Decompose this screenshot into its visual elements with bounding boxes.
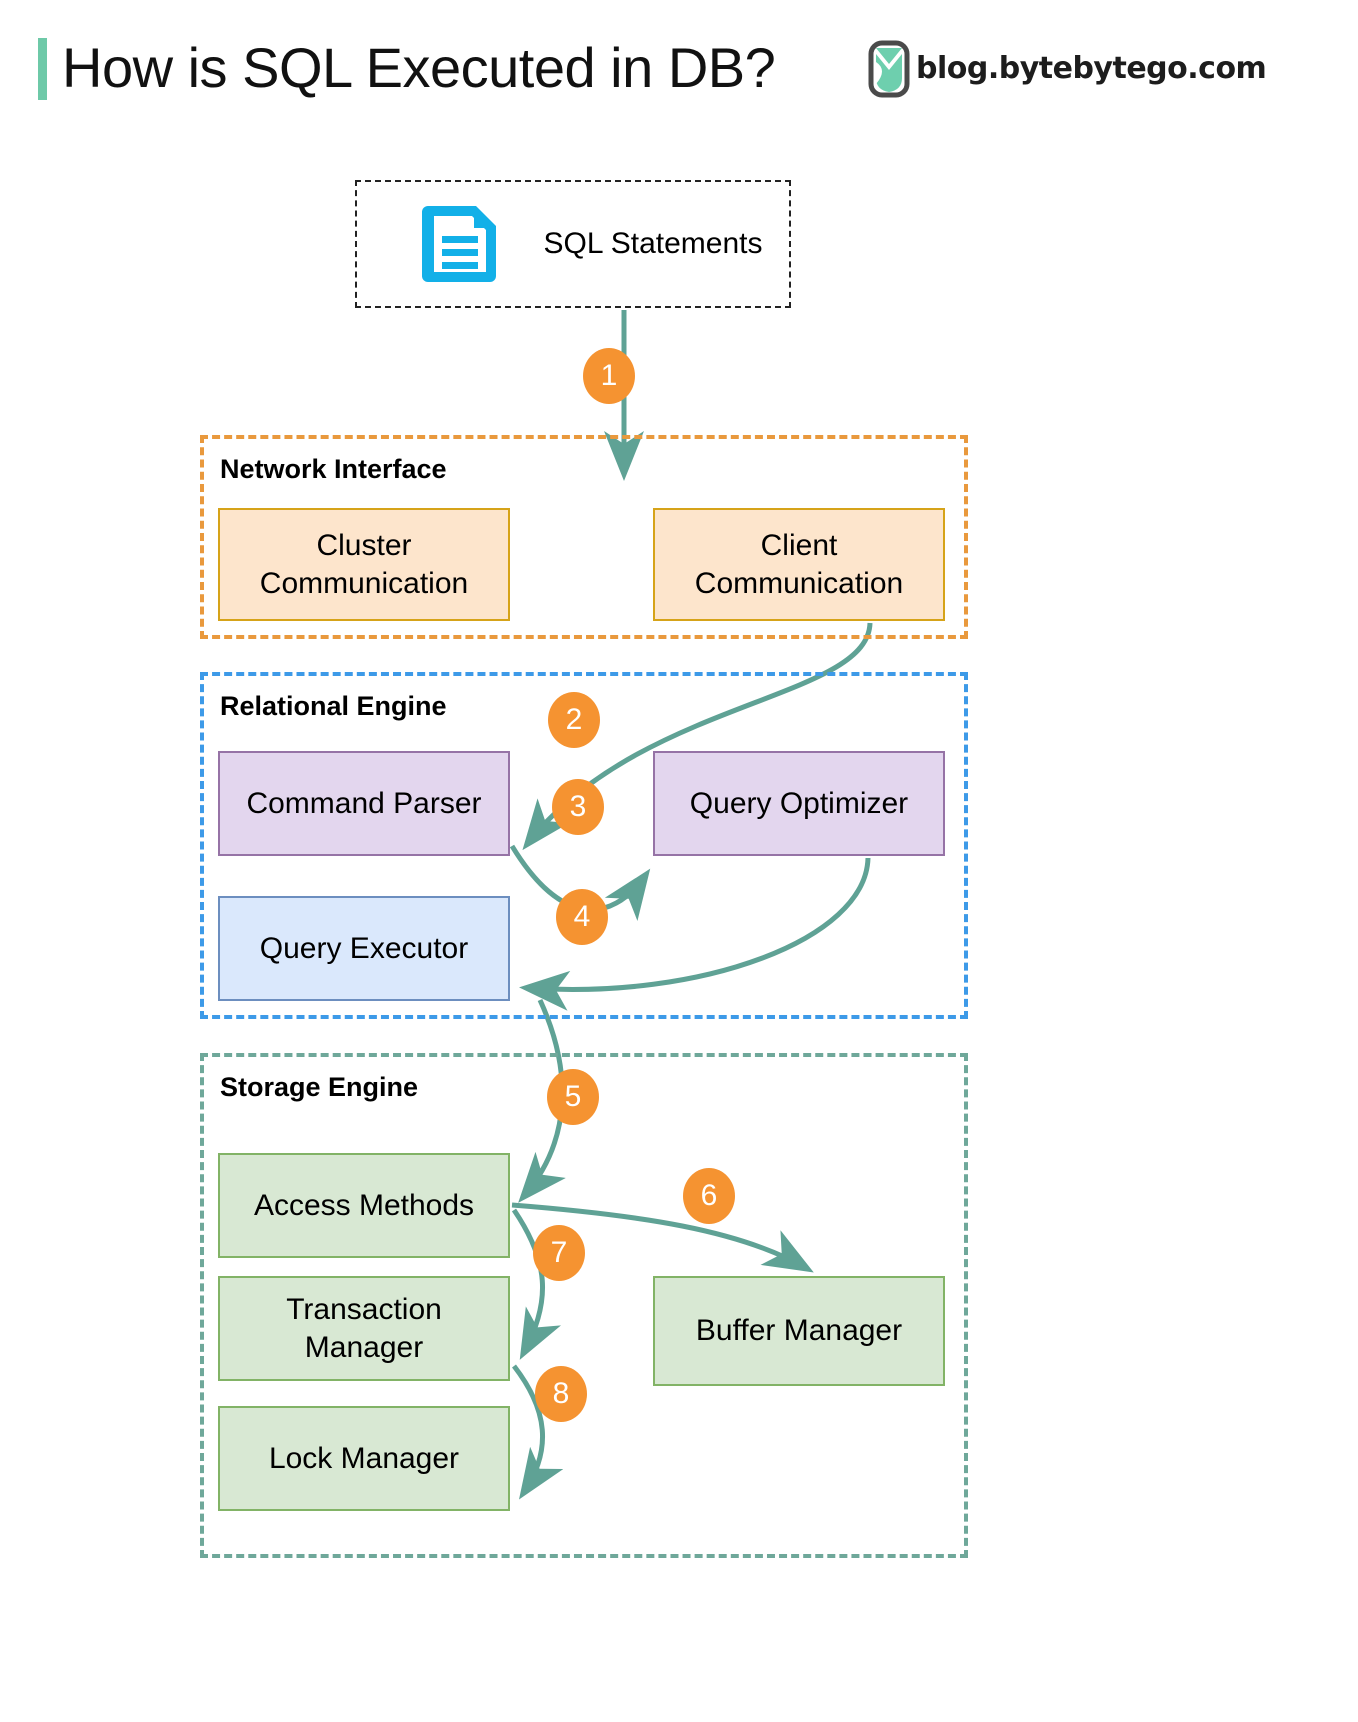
node-lock-manager[interactable]: Lock Manager [218, 1406, 510, 1511]
node-label-line1: Client [760, 528, 838, 562]
sql-statements-box: SQL Statements [355, 180, 791, 308]
step-badge-2: 2 [548, 692, 600, 748]
node-label: Buffer Manager [695, 1314, 903, 1347]
step-badge-6: 6 [683, 1168, 735, 1224]
node-label-line1: Cluster [316, 528, 412, 562]
sql-statements-label: SQL Statements [543, 227, 763, 260]
node-label-line2: Manager [304, 1330, 424, 1364]
node-label: Query Optimizer [689, 786, 909, 820]
node-label: Command Parser [246, 786, 482, 820]
group-title-network-interface: Network Interface [220, 454, 447, 484]
node-label-line2: Communication [694, 566, 904, 600]
step-badge-3: 3 [552, 779, 604, 835]
page-title: How is SQL Executed in DB? [62, 36, 776, 99]
node-buffer-manager[interactable]: Buffer Manager [653, 1276, 945, 1386]
step-badge-8: 8 [535, 1366, 587, 1422]
step-badge-7: 7 [533, 1225, 585, 1281]
brand: blog.bytebytego.com [868, 38, 1267, 100]
node-label-line2: Communication [259, 566, 469, 600]
brand-text: blog.bytebytego.com [916, 51, 1267, 86]
bytebytego-logo-icon [868, 40, 910, 98]
node-label: Client Communication [695, 527, 903, 603]
step-badge-1: 1 [583, 348, 635, 404]
title-accent-bar [38, 38, 47, 100]
node-label: Lock Manager [268, 1441, 460, 1475]
document-icon [414, 198, 506, 290]
node-command-parser[interactable]: Command Parser [218, 751, 510, 856]
node-label-line1: Transaction [286, 1292, 442, 1326]
step-badge-5: 5 [547, 1069, 599, 1125]
node-label: Transaction Manager [286, 1291, 442, 1367]
node-transaction-manager[interactable]: Transaction Manager [218, 1276, 510, 1381]
node-label: Query Executor [259, 931, 469, 965]
node-cluster-communication[interactable]: Cluster Communication [218, 508, 510, 621]
group-storage-engine [200, 1053, 968, 1558]
node-label: Access Methods [253, 1188, 475, 1222]
page-header: How is SQL Executed in DB? blog.bytebyte… [0, 0, 1358, 140]
node-client-communication[interactable]: Client Communication [653, 508, 945, 621]
group-title-storage-engine: Storage Engine [220, 1072, 419, 1102]
node-access-methods[interactable]: Access Methods [218, 1153, 510, 1258]
group-network-interface [200, 435, 968, 639]
group-title-relational-engine: Relational Engine [220, 691, 447, 721]
step-badge-4: 4 [556, 889, 608, 945]
node-query-executor[interactable]: Query Executor [218, 896, 510, 1001]
node-label: Cluster Communication [260, 527, 468, 603]
node-query-optimizer[interactable]: Query Optimizer [653, 751, 945, 856]
group-relational-engine [200, 672, 968, 1019]
